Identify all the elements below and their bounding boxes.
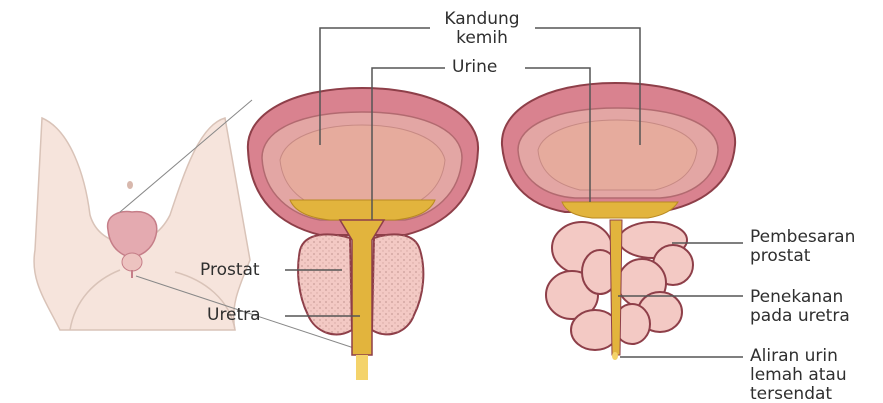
label-weak-flow: Aliran urin lemah atau tersendat [750,347,847,403]
label-bladder-line2: kemih [432,29,532,48]
label-prostate: Prostat [200,261,260,280]
label-enlarged-prostate: Pembesaran prostat [750,228,855,266]
enlarged-bladder [502,83,735,218]
label-urine: Urine [452,58,497,77]
label-bladder: Kandung kemih [432,10,532,48]
compressed-urethra [610,220,622,360]
label-bladder-line1: Kandung [432,10,532,29]
label-urethra-pressure: Penekanan pada uretra [750,288,850,326]
label-urethra: Uretra [207,306,261,325]
normal-bladder [248,88,478,235]
